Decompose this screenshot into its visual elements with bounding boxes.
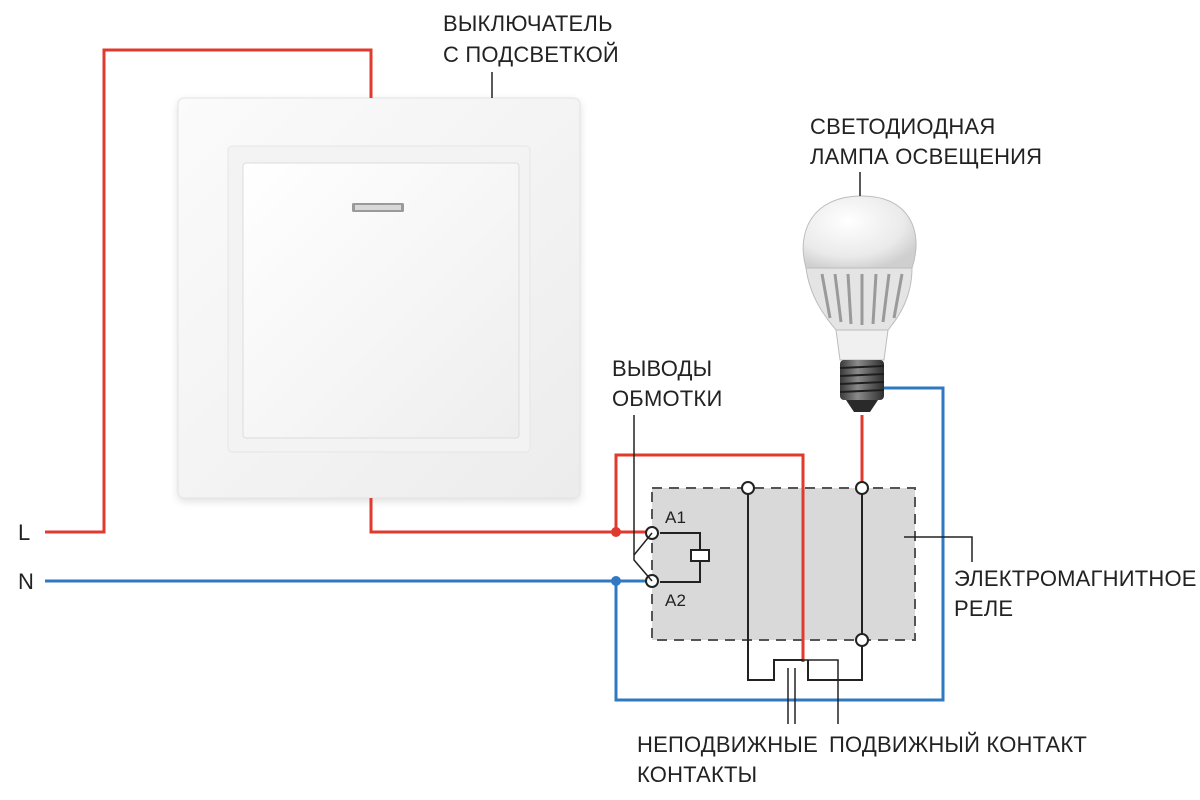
terminal-contact-2 bbox=[855, 481, 869, 495]
terminal-a2-label: A2 bbox=[665, 591, 686, 610]
relay-label-line2: РЕЛЕ bbox=[954, 596, 1013, 621]
moving-contact-label: ПОДВИЖНЫЙ КОНТАКТ bbox=[829, 732, 1087, 757]
terminal-contact-1 bbox=[741, 481, 755, 495]
fixed-contacts-label-line2: КОНТАКТЫ bbox=[637, 762, 757, 787]
fixed-contacts-label-line1: НЕПОДВИЖНЫЕ bbox=[637, 732, 818, 757]
callout-lines bbox=[491, 72, 973, 724]
terminal-a1-label: A1 bbox=[665, 508, 686, 527]
neutral-label: N bbox=[18, 569, 34, 594]
wire-junctions bbox=[611, 527, 621, 586]
neutral-wire bbox=[45, 386, 945, 702]
phase-wire bbox=[45, 48, 864, 662]
switch-label-line1: ВЫКЛЮЧАТЕЛЬ bbox=[443, 11, 613, 36]
relay-label-line1: ЭЛЕКТРОМАГНИТНОЕ bbox=[954, 566, 1197, 591]
lamp-label-line2: ЛАМПА ОСВЕЩЕНИЯ bbox=[810, 144, 1042, 169]
lamp-label-line1: СВЕТОДИОДНАЯ bbox=[810, 114, 995, 139]
contact-wires bbox=[747, 488, 863, 681]
relay-coil bbox=[660, 532, 710, 583]
led-bulb-icon bbox=[802, 195, 917, 412]
terminal-contact-3 bbox=[855, 633, 869, 647]
phase-label: L bbox=[18, 520, 30, 545]
coil-label-line1: ВЫВОДЫ bbox=[612, 356, 712, 381]
switch-label-line2: С ПОДСВЕТКОЙ bbox=[443, 42, 619, 67]
coil-label-line2: ОБМОТКИ bbox=[612, 386, 722, 411]
light-switch-with-backlight-icon bbox=[177, 97, 581, 499]
electromagnetic-relay-icon bbox=[651, 487, 916, 641]
